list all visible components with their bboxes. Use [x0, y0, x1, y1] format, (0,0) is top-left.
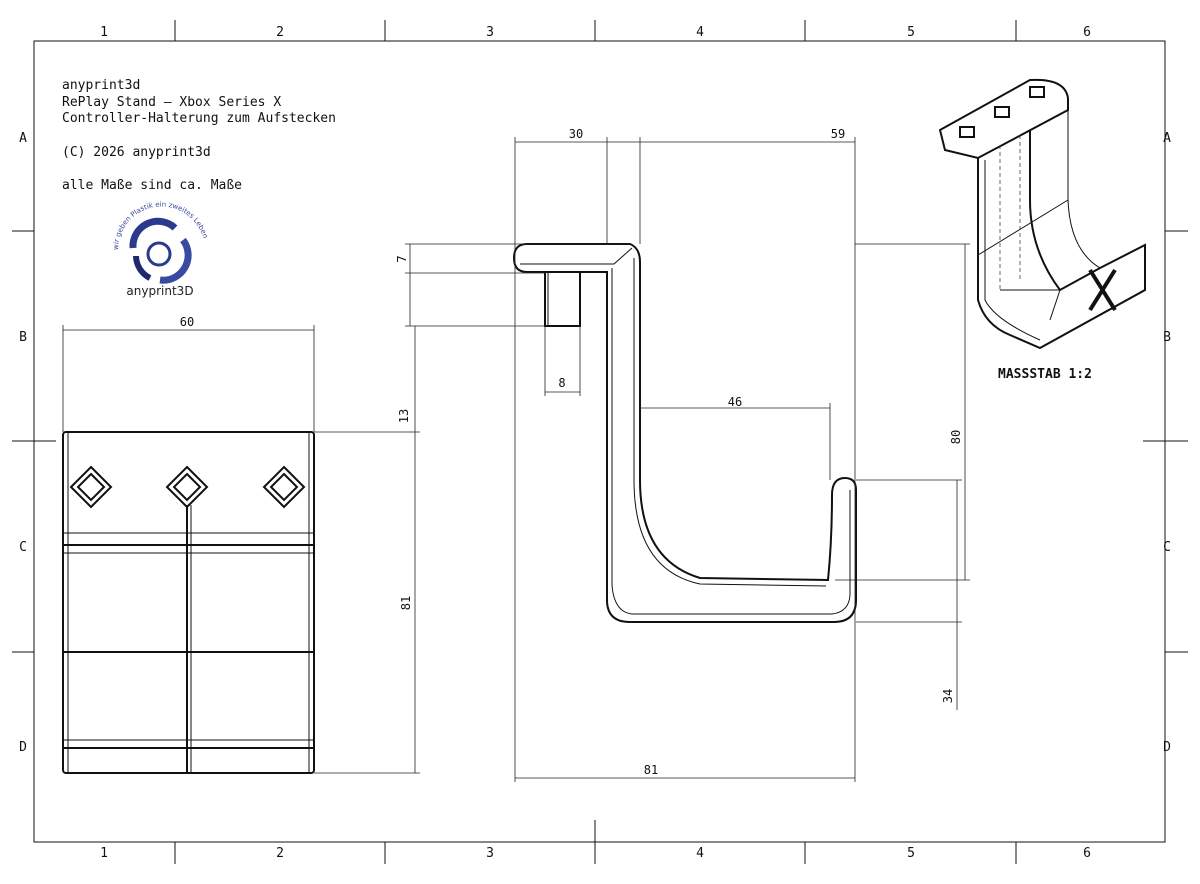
col-label: 6: [1083, 846, 1091, 861]
copyright: (C) 2026 anyprint3d: [62, 145, 211, 160]
dim-flange-thickness: 7: [395, 255, 409, 262]
dim-peg-width: 8: [558, 376, 565, 390]
col-label: 3: [486, 25, 494, 40]
col-label: 1: [100, 846, 108, 861]
col-label: 5: [907, 846, 915, 861]
logo-swirl: [133, 255, 152, 281]
col-label: 3: [486, 846, 494, 861]
col-label: 2: [276, 25, 284, 40]
anyprint3d-logo: wir geben Plastik ein zweites Leben anyp…: [112, 200, 209, 298]
logo-ring: [146, 241, 172, 267]
col-label: 4: [696, 846, 704, 861]
dimension-labels: 60 81 7 13 30 59 8 46 81 80 34: [180, 127, 963, 777]
column-labels-bottom: 1 2 3 4 5 6: [100, 846, 1091, 861]
dimension-lines: [62, 137, 970, 782]
frame-separators: [12, 20, 1188, 864]
row-label: B: [1163, 330, 1171, 345]
dim-top-right: 59: [831, 127, 845, 141]
dim-top-left: 30: [569, 127, 583, 141]
dim-inner-width: 46: [728, 395, 742, 409]
row-label: D: [19, 740, 27, 755]
diamond-mark: [165, 465, 209, 509]
side-view: [512, 243, 857, 623]
dim-right-height: 80: [949, 430, 963, 444]
product-name: RePlay Stand – Xbox Series X: [62, 95, 281, 110]
company-name: anyprint3d: [62, 78, 140, 93]
logo-swirl: [129, 217, 178, 249]
row-label: A: [1163, 131, 1171, 146]
col-label: 1: [100, 25, 108, 40]
logo-name: anyprint3D: [126, 284, 193, 298]
dimension-note: alle Maße sind ca. Maße: [62, 178, 242, 193]
row-label: B: [19, 330, 27, 345]
dim-peg-height: 13: [397, 409, 411, 423]
scale-label: MASSSTAB 1:2: [998, 367, 1092, 382]
col-label: 4: [696, 25, 704, 40]
row-label: C: [19, 540, 27, 555]
isometric-view: MASSSTAB 1:2: [938, 78, 1146, 382]
row-labels-right: A B C D: [1163, 131, 1171, 755]
dim-front-width: 60: [180, 315, 194, 329]
col-label: 6: [1083, 25, 1091, 40]
column-labels-top: 1 2 3 4 5 6: [100, 25, 1091, 40]
drawing-border: [33, 40, 1166, 843]
mounting-peg: [544, 271, 581, 327]
row-label: D: [1163, 740, 1171, 755]
x-emboss-icon: [1088, 268, 1117, 312]
dim-front-height: 81: [399, 596, 413, 610]
col-label: 2: [276, 846, 284, 861]
title-block: anyprint3d RePlay Stand – Xbox Series X …: [62, 78, 336, 193]
row-labels-left: A B C D: [19, 131, 27, 755]
diamond-mark: [69, 465, 113, 509]
row-label: C: [1163, 540, 1171, 555]
diamond-mark: [262, 465, 306, 509]
logo-swirl: [159, 237, 192, 284]
row-label: A: [19, 131, 27, 146]
product-description: Controller-Halterung zum Aufstecken: [62, 111, 336, 126]
dim-lip-height: 34: [941, 689, 955, 703]
dim-overall-width: 81: [644, 763, 658, 777]
front-view: [62, 431, 315, 774]
col-label: 5: [907, 25, 915, 40]
